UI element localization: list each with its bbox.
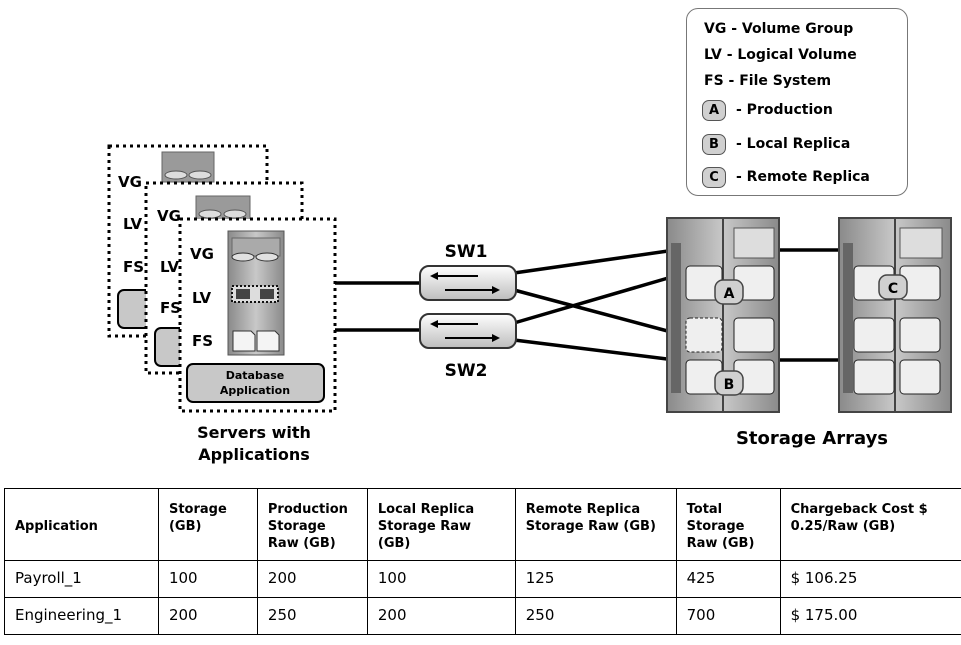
- legend-badge-a: A: [702, 100, 726, 121]
- table-header-row: Application Storage (GB) Production Stor…: [4, 488, 961, 561]
- database-application-line1: Database: [226, 369, 285, 382]
- servers-caption-line2: Applications: [198, 445, 310, 464]
- server-middle-fs-label: FS: [160, 299, 181, 317]
- cell-local-replica-raw: 100: [366, 560, 516, 598]
- header-production-raw: Production Storage Raw (GB): [256, 488, 368, 561]
- header-chargeback-cost: Chargeback Cost $ 0.25/Raw (GB): [779, 488, 961, 561]
- server-front-fs-label: FS: [192, 332, 213, 350]
- server-middle-lv-label: LV: [160, 258, 179, 276]
- server-middle-vg-label: VG: [157, 207, 181, 225]
- cell-remote-replica-raw: 125: [514, 560, 677, 598]
- cell-production-raw: 200: [256, 560, 368, 598]
- legend-production: A - Production: [702, 100, 833, 121]
- table-row: Payroll_1 100 200 100 125 425 $ 106.25: [4, 560, 961, 598]
- switch-sw2: SW2: [419, 313, 517, 381]
- badge-a-label: A: [724, 286, 735, 302]
- badge-b-label: B: [724, 377, 735, 393]
- cell-application: Engineering_1: [4, 597, 159, 635]
- legend-local-replica: B - Local Replica: [702, 134, 850, 155]
- diagram: VG LV FS VG LV FS VG LV FS Database: [107, 144, 952, 464]
- legend-fs: FS - File System: [704, 73, 832, 89]
- server-front: VG LV FS Database Application: [178, 217, 337, 413]
- sw2-label: SW2: [445, 361, 488, 381]
- servers-caption-line1: Servers with: [197, 423, 311, 442]
- header-application: Application: [4, 488, 159, 561]
- server-front-lv-label: LV: [192, 289, 211, 307]
- storage-arrays-caption: Storage Arrays: [736, 428, 888, 449]
- cell-storage: 100: [157, 560, 258, 598]
- cell-storage: 200: [157, 597, 258, 635]
- legend-remote-replica: C - Remote Replica: [702, 167, 870, 188]
- server-back-vg-label: VG: [118, 173, 142, 191]
- header-total-raw: Total Storage Raw (GB): [675, 488, 781, 561]
- server-front-vg-label: VG: [190, 245, 214, 263]
- cell-local-replica-raw: 200: [366, 597, 516, 635]
- table-row: Engineering_1 200 250 200 250 700 $ 175.…: [4, 597, 961, 635]
- header-local-replica-raw: Local Replica Storage Raw (GB): [366, 488, 516, 561]
- badge-c-label: C: [888, 281, 898, 297]
- cell-total-raw: 700: [675, 597, 781, 635]
- header-remote-replica-raw: Remote Replica Storage Raw (GB): [514, 488, 677, 561]
- server-back-lv-label: LV: [123, 215, 142, 233]
- storage-array-primary: A B: [666, 217, 780, 413]
- database-application-line2: Application: [220, 384, 290, 397]
- legend-vg: VG - Volume Group: [704, 21, 854, 37]
- server-back-fs-label: FS: [123, 258, 144, 276]
- cell-remote-replica-raw: 250: [514, 597, 677, 635]
- cell-chargeback-cost: $ 106.25: [779, 560, 961, 598]
- cell-chargeback-cost: $ 175.00: [779, 597, 961, 635]
- legend-production-text: - Production: [736, 102, 833, 118]
- header-storage: Storage (GB): [157, 488, 258, 561]
- cell-total-raw: 425: [675, 560, 781, 598]
- chargeback-table-wrap: Application Storage (GB) Production Stor…: [4, 488, 961, 635]
- legend-badge-b: B: [702, 134, 726, 155]
- cell-production-raw: 250: [256, 597, 368, 635]
- legend-local-replica-text: - Local Replica: [736, 136, 851, 152]
- legend-remote-replica-text: - Remote Replica: [736, 169, 870, 185]
- switch-sw1: SW1: [419, 242, 517, 301]
- legend: VG - Volume Group LV - Logical Volume FS…: [686, 8, 908, 196]
- cell-application: Payroll_1: [4, 560, 159, 598]
- chargeback-table: Application Storage (GB) Production Stor…: [4, 488, 961, 635]
- sw1-label: SW1: [445, 242, 488, 262]
- legend-badge-c: C: [702, 167, 726, 188]
- storage-array-remote: C: [838, 217, 952, 413]
- legend-lv: LV - Logical Volume: [704, 47, 857, 63]
